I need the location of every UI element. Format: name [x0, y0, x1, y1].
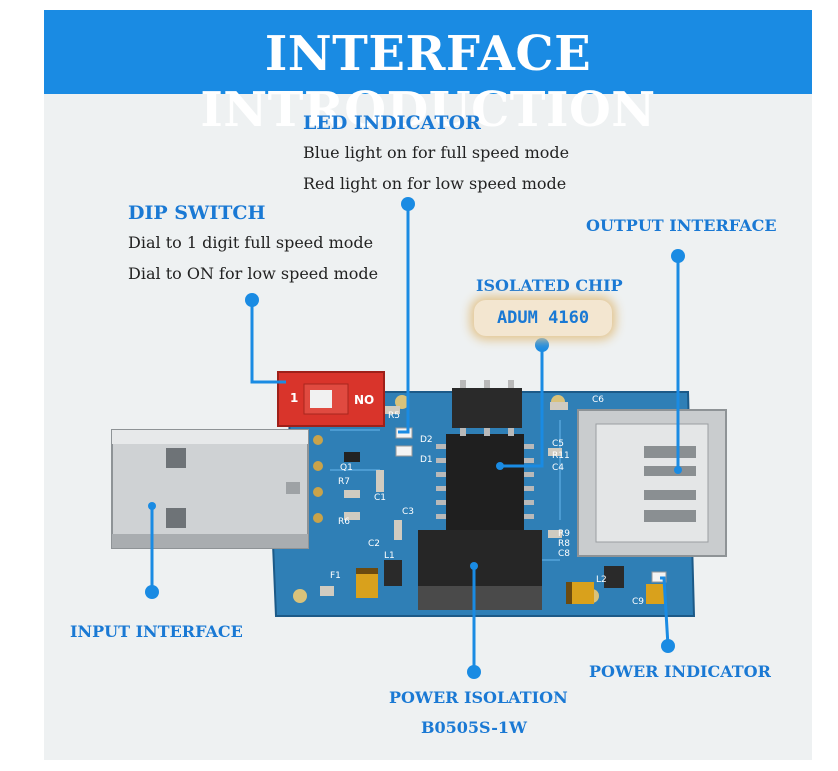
led-indicator-heading: LED INDICATOR [303, 112, 481, 134]
led-indicator-line2: Red light on for low speed mode [303, 174, 567, 193]
led-indicator-line1: Blue light on for full speed mode [303, 143, 570, 162]
dip-switch: 1 NO [277, 371, 385, 427]
dip-switch-line2: Dial to ON for low speed mode [128, 264, 379, 283]
svg-text:R8: R8 [558, 539, 570, 549]
power-indicator-heading: POWER INDICATOR [589, 662, 771, 681]
svg-text:C1: C1 [374, 493, 386, 503]
svg-text:C5: C5 [552, 439, 564, 449]
svg-text:D2: D2 [420, 435, 433, 445]
callout-dots [145, 197, 685, 679]
usb-output-connector [577, 409, 727, 557]
isolated-chip-model: ADUM 4160 [496, 308, 590, 328]
svg-text:C4: C4 [552, 463, 564, 473]
svg-text:R5: R5 [388, 411, 400, 421]
svg-text:Q1: Q1 [340, 463, 353, 473]
page-title: INTERFACE INTRODUCTION [200, 26, 656, 138]
top-ic [452, 380, 522, 436]
svg-text:L1: L1 [384, 551, 395, 561]
power-isolation-model: B0505S-1W [421, 718, 527, 737]
svg-text:R6: R6 [338, 517, 350, 527]
svg-text:R11: R11 [552, 451, 570, 461]
svg-text:C3: C3 [402, 507, 414, 517]
svg-text:C8: C8 [558, 549, 570, 559]
title-banner: INTERFACE INTRODUCTION [44, 10, 812, 138]
svg-text:L2: L2 [596, 575, 607, 585]
product-photo-background [44, 10, 812, 760]
output-interface-heading: OUTPUT INTERFACE [586, 216, 777, 235]
dip-switch-line1: Dial to 1 digit full speed mode [128, 233, 374, 252]
input-interface-heading: INPUT INTERFACE [70, 622, 243, 641]
dip-mark-1: 1 [290, 391, 298, 405]
isolated-chip-model-badge: ADUM 4160 [474, 300, 612, 336]
dip-mark-no: NO [354, 393, 374, 407]
dip-switch-heading: DIP SWITCH [128, 202, 266, 224]
usb-input-connector [111, 429, 309, 549]
isolated-chip [436, 434, 534, 532]
svg-text:C6: C6 [592, 395, 604, 405]
power-isolation-heading: POWER ISOLATION [389, 688, 568, 707]
svg-text:D1: D1 [420, 455, 433, 465]
callout-lines [150, 204, 680, 672]
svg-text:R9: R9 [558, 529, 570, 539]
svg-text:C9: C9 [632, 597, 644, 607]
svg-text:F1: F1 [330, 571, 341, 581]
isolated-chip-heading: ISOLATED CHIP [476, 276, 623, 295]
svg-text:R7: R7 [338, 477, 350, 487]
power-isolation-module [418, 530, 542, 610]
svg-text:C2: C2 [368, 539, 380, 549]
